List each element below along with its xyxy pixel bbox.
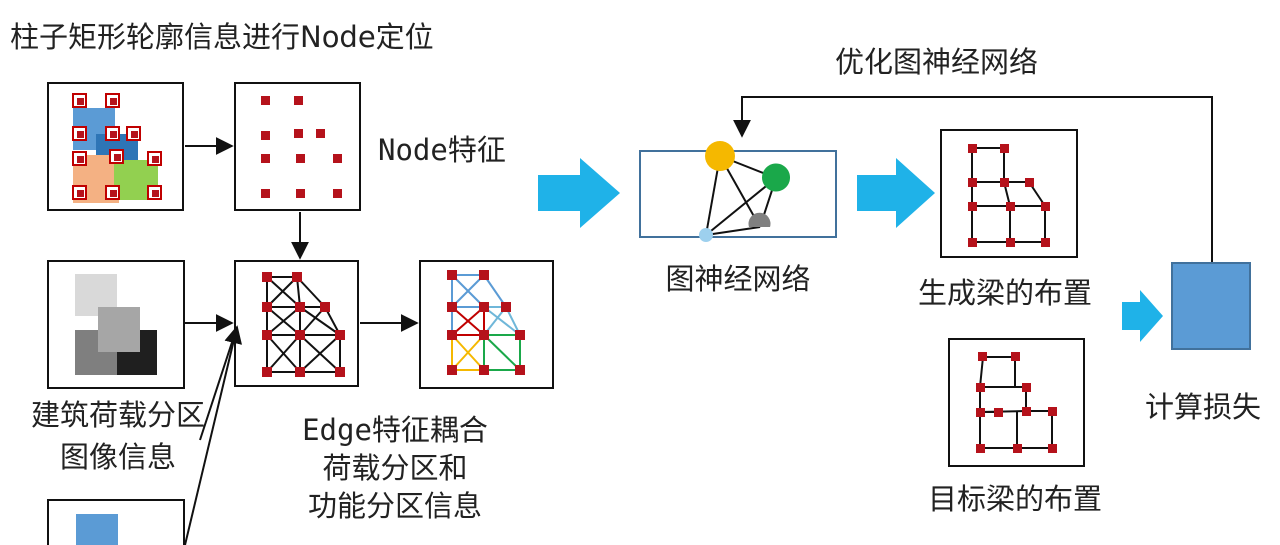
- gnn-panel: [640, 141, 836, 242]
- target-beams-panel: [949, 339, 1084, 466]
- column-outline-panel: [48, 83, 183, 210]
- load-zone-image-panel: [48, 261, 184, 388]
- loss-box: [1172, 263, 1250, 349]
- function-zone-image-panel: [48, 500, 184, 545]
- node-feature-panel: [235, 83, 360, 210]
- edge-coupled-graph-panel: [420, 261, 553, 388]
- generated-beams-panel: [941, 130, 1077, 257]
- graph-panel: [235, 261, 358, 386]
